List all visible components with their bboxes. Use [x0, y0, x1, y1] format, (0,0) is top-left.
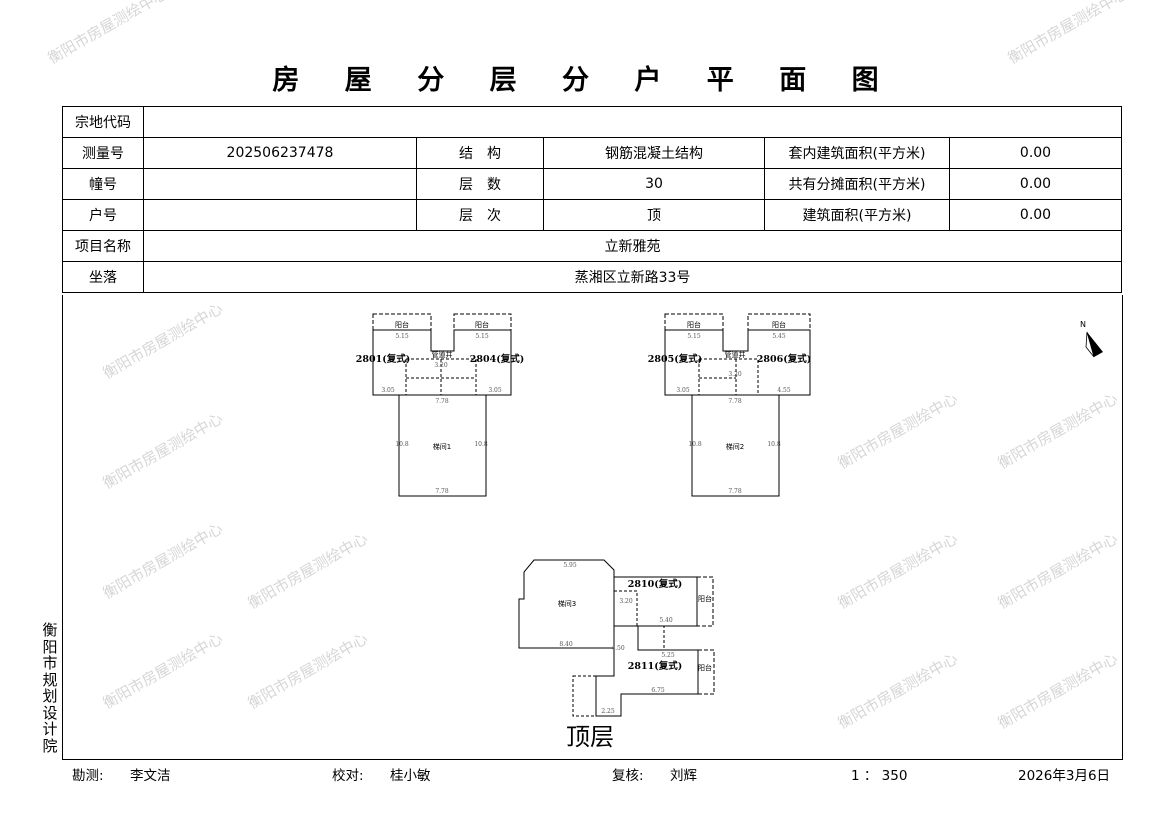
table-row: 测量号 202506237478 结 构 钢筋混凝土结构 套内建筑面积(平方米)… — [62, 137, 1122, 169]
north-label: N — [1080, 320, 1086, 329]
room-label: 管道井 — [725, 350, 746, 359]
table-row: 项目名称 立新雅苑 — [62, 230, 1122, 262]
room-label: 梯间1 — [433, 442, 451, 451]
dimension-label: 7.78 — [728, 398, 742, 405]
building-no-label: 幢号 — [62, 168, 144, 200]
property-info-table: 宗地代码 测量号 202506237478 结 构 钢筋混凝土结构 套内建筑面积… — [62, 106, 1122, 293]
room-label: 阳台 — [772, 320, 786, 329]
scale: 1 ： 350 — [851, 768, 908, 784]
dimension-label: 5.15 — [395, 333, 409, 340]
inner-partition — [637, 625, 665, 651]
dimension-label: 10.8 — [688, 441, 702, 448]
dimension-label: 5.45 — [772, 333, 786, 340]
dimension-label: 5.40 — [659, 617, 673, 624]
dimension-label: 5.15 — [475, 333, 489, 340]
dimension-label: 6.75 — [651, 687, 665, 694]
reviewer-name: 刘辉 — [670, 768, 697, 784]
date: 2026年3月6日 — [1018, 768, 1111, 784]
dimension-label: 7.78 — [435, 398, 449, 405]
unit-label: 2804(复式) — [470, 353, 524, 365]
dimension-label: 4.55 — [777, 387, 791, 394]
shared-area-value: 0.00 — [949, 168, 1122, 200]
institute-vertical-text: 衡阳市规划设计院 — [42, 621, 58, 755]
location-label: 坐落 — [62, 261, 144, 293]
stair-outline — [518, 559, 615, 649]
floor-level-value: 顶 — [543, 199, 765, 231]
dimension-label: 7.78 — [728, 488, 742, 495]
balcony-outline — [696, 576, 714, 627]
dimension-label: 10.8 — [395, 441, 409, 448]
dimension-label: 10.8 — [767, 441, 781, 448]
dimension-label: 5.95 — [563, 562, 577, 569]
room-label: 阳台 — [687, 320, 701, 329]
inner-partition — [698, 350, 759, 395]
stair-outline — [398, 394, 487, 497]
room-label: 阳台 — [698, 594, 712, 603]
project-label: 项目名称 — [62, 230, 144, 262]
balcony-outline — [697, 649, 715, 695]
building-area-value: 0.00 — [949, 199, 1122, 231]
table-row: 幢号 层 数 30 共有分摊面积(平方米) 0.00 — [62, 168, 1122, 200]
unit-label: 2810(复式) — [628, 578, 682, 590]
room-label: 阳台 — [475, 320, 489, 329]
drawing-frame — [62, 295, 1123, 760]
unit-label: 2805(复式) — [648, 353, 702, 365]
reviewer-label: 复核: — [612, 768, 644, 784]
inner-area-value: 0.00 — [949, 137, 1122, 169]
dimension-label: 3.20 — [434, 362, 448, 369]
location-value: 蒸湘区立新路33号 — [143, 261, 1122, 293]
dimension-label: 5.15 — [687, 333, 701, 340]
dimension-label: 3.20 — [619, 598, 633, 605]
dimension-label: 3.05 — [676, 387, 690, 394]
parcel-code-label: 宗地代码 — [62, 106, 144, 138]
checker-name: 桂小敏 — [390, 768, 431, 784]
room-label: 管道井 — [432, 350, 453, 359]
floors-value: 30 — [543, 168, 765, 200]
page-title: 房 屋 分 层 分 户 平 面 图 — [272, 65, 897, 96]
stair-outline — [691, 394, 780, 497]
dimension-label: 2.25 — [601, 708, 615, 715]
building-area-label: 建筑面积(平方米) — [764, 199, 950, 231]
room-label: 梯间3 — [558, 599, 576, 608]
room-label: 梯间2 — [726, 442, 744, 451]
dimension-label: 10.8 — [474, 441, 488, 448]
north-arrow: N — [1080, 320, 1103, 358]
room-label: 阳台 — [395, 320, 409, 329]
balcony-outline — [453, 313, 512, 331]
structure-value: 钢筋混凝土结构 — [543, 137, 765, 169]
dimension-label: 3.05 — [381, 387, 395, 394]
dimension-label: 4.50 — [611, 645, 625, 652]
unit-label: 2806(复式) — [757, 353, 811, 365]
unit-label: 2811(复式) — [628, 660, 682, 672]
inner-partition — [572, 675, 597, 717]
dimension-label: 7.78 — [435, 488, 449, 495]
inner-partition — [613, 590, 638, 627]
surveyor-label: 勘测: — [72, 768, 104, 784]
dimension-label: 5.25 — [661, 652, 675, 659]
dimension-label: 3.20 — [728, 371, 742, 378]
dimension-label: 8.40 — [559, 641, 573, 648]
unit-label: 2801(复式) — [356, 353, 410, 365]
table-row: 坐落 蒸湘区立新路33号 — [62, 261, 1122, 293]
inner-partition — [405, 350, 477, 395]
dimension-label: 3.05 — [488, 387, 502, 394]
room-label: 阳台 — [698, 663, 712, 672]
surveyor-name: 李文洁 — [130, 768, 171, 784]
checker-label: 校对: — [332, 768, 364, 784]
floor-name: 顶层 — [566, 723, 614, 751]
